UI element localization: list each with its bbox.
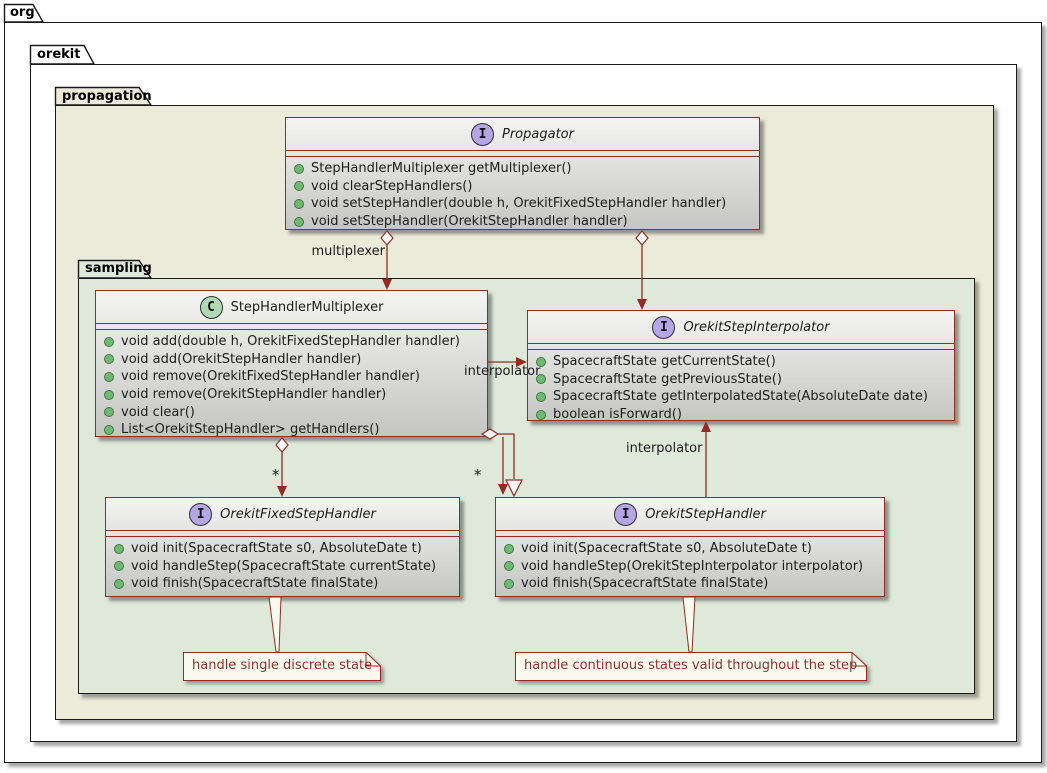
note-text-single-discrete: handle single discrete state <box>192 658 373 673</box>
interface-spot-icon: I <box>189 502 213 526</box>
methods-compartment: void init(SpacecraftState s0, AbsoluteDa… <box>106 537 459 593</box>
public-method-icon <box>504 578 514 589</box>
interface-spot-icon: I <box>652 315 676 339</box>
package-label-sampling: sampling <box>85 261 152 276</box>
public-method-icon <box>114 561 124 572</box>
fields-compartment <box>496 531 884 537</box>
class-title: I OrekitStepInterpolator <box>528 311 954 344</box>
method-row: void clear() <box>104 403 479 421</box>
interface-spot-icon: I <box>471 122 494 146</box>
interface-spot-icon: I <box>614 502 638 526</box>
public-method-icon <box>104 354 114 365</box>
class-title: I OrekitFixedStepHandler <box>106 498 459 531</box>
method-row: void finish(SpacecraftState finalState) <box>114 575 451 593</box>
class-box-orekitstephandler: I OrekitStepHandler void init(Spacecraft… <box>495 497 885 597</box>
class-name: Propagator <box>502 126 574 142</box>
public-method-icon <box>294 163 304 174</box>
class-name: StepHandlerMultiplexer <box>230 299 384 315</box>
class-name: OrekitStepHandler <box>645 506 766 522</box>
public-method-icon <box>294 181 304 192</box>
fields-compartment <box>286 151 759 157</box>
method-row: boolean isForward() <box>536 406 946 420</box>
methods-compartment: void add(double h, OrekitFixedStepHandle… <box>96 330 487 436</box>
method-row: SpacecraftState getCurrentState() <box>536 353 946 371</box>
public-method-icon <box>104 407 114 418</box>
public-method-icon <box>294 198 304 209</box>
methods-compartment: SpacecraftState getCurrentState()Spacecr… <box>528 350 954 420</box>
public-method-icon <box>536 356 546 367</box>
public-method-icon <box>104 371 114 382</box>
public-method-icon <box>104 389 114 400</box>
class-box-orekitstepinterpolator: I OrekitStepInterpolator SpacecraftState… <box>527 310 955 421</box>
method-row: void remove(OrekitFixedStepHandler handl… <box>104 368 479 386</box>
public-method-icon <box>114 543 124 554</box>
class-title: I Propagator <box>286 118 759 151</box>
fields-compartment <box>106 531 459 537</box>
public-method-icon <box>104 336 114 347</box>
class-box-stephandlermultiplexer: C StepHandlerMultiplexer void add(double… <box>95 290 488 437</box>
method-row: SpacecraftState getInterpolatedState(Abs… <box>536 388 946 406</box>
method-row: void setStepHandler(double h, OrekitFixe… <box>294 195 751 213</box>
methods-compartment: StepHandlerMultiplexer getMultiplexer()v… <box>286 157 759 229</box>
public-method-icon <box>114 578 124 589</box>
method-row: void handleStep(OrekitStepInterpolator i… <box>504 558 876 576</box>
method-row: void remove(OrekitStepHandler handler) <box>104 386 479 404</box>
class-box-orekitfixedstephandler: I OrekitFixedStepHandler void init(Space… <box>105 497 460 597</box>
class-title: I OrekitStepHandler <box>496 498 884 531</box>
package-label-propagation: propagation <box>62 89 152 104</box>
method-row: StepHandlerMultiplexer getMultiplexer() <box>294 160 751 178</box>
method-row: void init(SpacecraftState s0, AbsoluteDa… <box>114 540 451 558</box>
method-row: void init(SpacecraftState s0, AbsoluteDa… <box>504 540 876 558</box>
note-text-continuous: handle continuous states valid throughou… <box>524 658 858 673</box>
public-method-icon <box>536 409 546 420</box>
class-name: OrekitStepInterpolator <box>683 319 830 335</box>
public-method-icon <box>294 216 304 227</box>
method-row: List<OrekitStepHandler> getHandlers() <box>104 421 479 436</box>
multiplicity-label: * <box>272 466 280 484</box>
public-method-icon <box>504 561 514 572</box>
public-method-icon <box>536 374 546 385</box>
fields-compartment <box>528 344 954 350</box>
class-title: C StepHandlerMultiplexer <box>96 291 487 324</box>
method-row: void add(OrekitStepHandler handler) <box>104 351 479 369</box>
method-row: void handleStep(SpacecraftState currentS… <box>114 558 451 576</box>
method-row: void clearStepHandlers() <box>294 178 751 196</box>
edge-label-interpolator: interpolator <box>464 364 541 379</box>
edge-label-interpolator: interpolator <box>626 441 703 456</box>
method-row: void setStepHandler(OrekitStepHandler ha… <box>294 213 751 229</box>
public-method-icon <box>104 424 114 435</box>
methods-compartment: void init(SpacecraftState s0, AbsoluteDa… <box>496 537 884 593</box>
edge-label-multiplexer: multiplexer <box>311 244 386 259</box>
class-name: OrekitFixedStepHandler <box>220 506 376 522</box>
package-label-org: org <box>10 5 35 20</box>
method-row: void add(double h, OrekitFixedStepHandle… <box>104 333 479 351</box>
package-label-orekit: orekit <box>37 47 81 62</box>
fields-compartment <box>96 324 487 330</box>
method-row: void finish(SpacecraftState finalState) <box>504 575 876 593</box>
method-row: SpacecraftState getPreviousState() <box>536 371 946 389</box>
class-box-propagator: I Propagator StepHandlerMultiplexer getM… <box>285 117 760 230</box>
public-method-icon <box>536 391 546 402</box>
class-spot-icon: C <box>199 295 223 319</box>
multiplicity-label: * <box>474 466 482 484</box>
public-method-icon <box>504 543 514 554</box>
